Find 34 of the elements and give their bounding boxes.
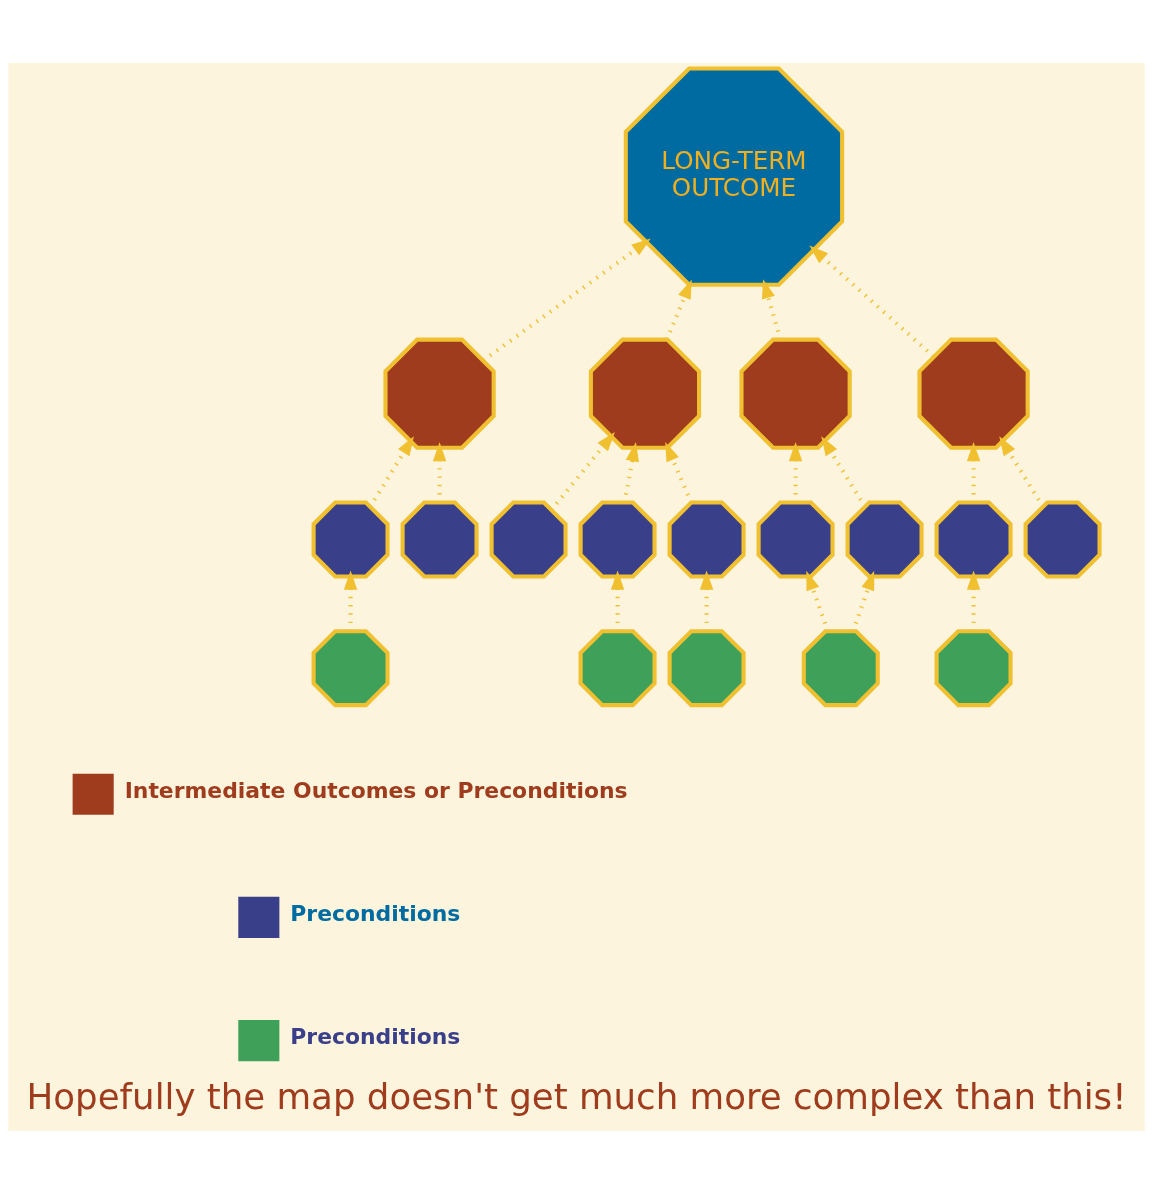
node-octagon [667, 628, 746, 707]
node-octagon [934, 628, 1013, 707]
arrow [343, 570, 358, 631]
arrow [622, 441, 639, 503]
node-octagon [578, 628, 657, 707]
legend-label: Intermediate Outcomes or Preconditions [124, 777, 628, 803]
node-octagon [578, 499, 657, 578]
legend-label: Preconditions [290, 1023, 461, 1049]
node-octagon [934, 499, 1013, 578]
arrow [665, 441, 694, 503]
node-octagon [756, 499, 835, 578]
arrow [806, 570, 830, 632]
node-octagon [400, 499, 479, 578]
arrow [966, 570, 981, 631]
arrow [482, 238, 651, 362]
node-octagon [383, 337, 496, 450]
node-octagon [739, 337, 852, 450]
node-octagon [667, 499, 746, 578]
arrow [665, 279, 692, 340]
node-octagon [1023, 499, 1102, 578]
node-octagon [917, 337, 1030, 450]
arrow [549, 431, 615, 511]
node-octagon [845, 499, 924, 578]
arrow [699, 570, 714, 631]
arrow [851, 570, 875, 632]
caption: Hopefully the map doesn't get much more complex than this! [26, 1075, 1127, 1117]
arrow [761, 278, 783, 340]
node-octagon [311, 628, 390, 707]
node-octagon [801, 628, 880, 707]
arrow [809, 244, 935, 358]
legend-label: Preconditions [290, 900, 461, 926]
node-octagon [489, 499, 568, 578]
node-octagon [311, 499, 390, 578]
arrow [610, 570, 625, 631]
